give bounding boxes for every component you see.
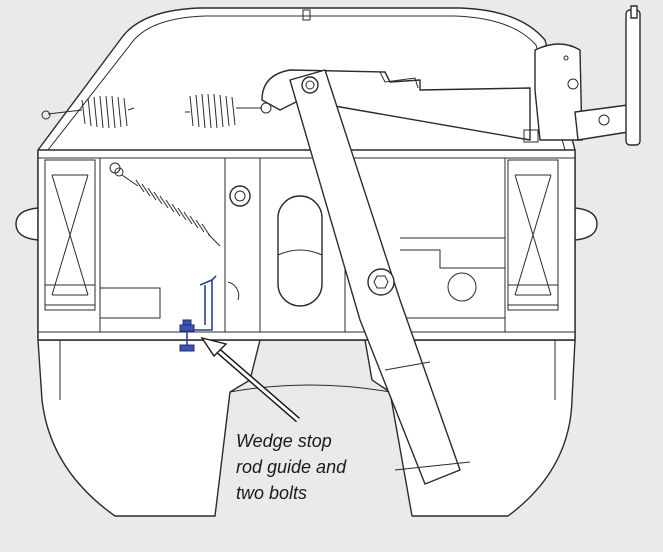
hole-center-upper-inner [234, 190, 246, 202]
lock-bar-top-bolt [301, 76, 319, 94]
callout-line-1: Wedge stop [236, 431, 332, 451]
lock-bar-pivot-bolt [367, 268, 395, 296]
callout-arrow [200, 336, 300, 423]
right-foot [507, 284, 559, 306]
handle-bracket [534, 43, 583, 141]
handle-grip-cap [630, 5, 638, 19]
right-ear [574, 207, 598, 241]
center-slot [277, 195, 323, 307]
handle-pivot-2 [598, 114, 610, 126]
guide-bolt-head [182, 319, 192, 326]
guide-rod [211, 275, 217, 281]
left-block [99, 287, 161, 319]
handle-pivot-1 [567, 78, 579, 90]
right-brace-x [514, 174, 552, 296]
handle-arm [574, 104, 629, 141]
lock-bar-top-bolt-inner [305, 80, 315, 90]
top-notch [302, 9, 311, 21]
callout-label: Wedge stop rod guide and two bolts [236, 428, 386, 506]
cam-zigzag [379, 71, 419, 89]
arc-center-mid [227, 281, 240, 301]
lock-bar-detail [384, 361, 431, 371]
center-arch [229, 384, 391, 393]
right-brace-column [507, 159, 559, 311]
wedge-stop-rod-guide [192, 279, 213, 331]
right-step-profile [400, 237, 505, 269]
top-plate-inner [46, 15, 566, 151]
handle-dot [563, 55, 569, 61]
handle-grip [625, 9, 641, 146]
callout-line-2: rod guide and [236, 457, 347, 477]
lower-skirt-left [37, 339, 261, 517]
callout-line-3: two bolts [236, 483, 308, 503]
lock-bar-foot [394, 461, 471, 471]
left-brace-column [44, 159, 96, 311]
spring-upper-center [185, 93, 272, 129]
spring-diagonal [114, 167, 221, 247]
guide-bolt-lower [179, 344, 195, 352]
left-ear [15, 207, 39, 241]
handle-stop [523, 129, 539, 143]
left-brace-x [51, 174, 89, 296]
hole-center-upper [229, 185, 251, 207]
guide-bolt-upper [179, 324, 195, 332]
left-foot [44, 284, 96, 306]
center-slot-detail [277, 249, 323, 256]
lock-bar-pivot-hex [373, 275, 389, 289]
spring-upper-left [41, 95, 135, 129]
hole-right [447, 272, 477, 302]
